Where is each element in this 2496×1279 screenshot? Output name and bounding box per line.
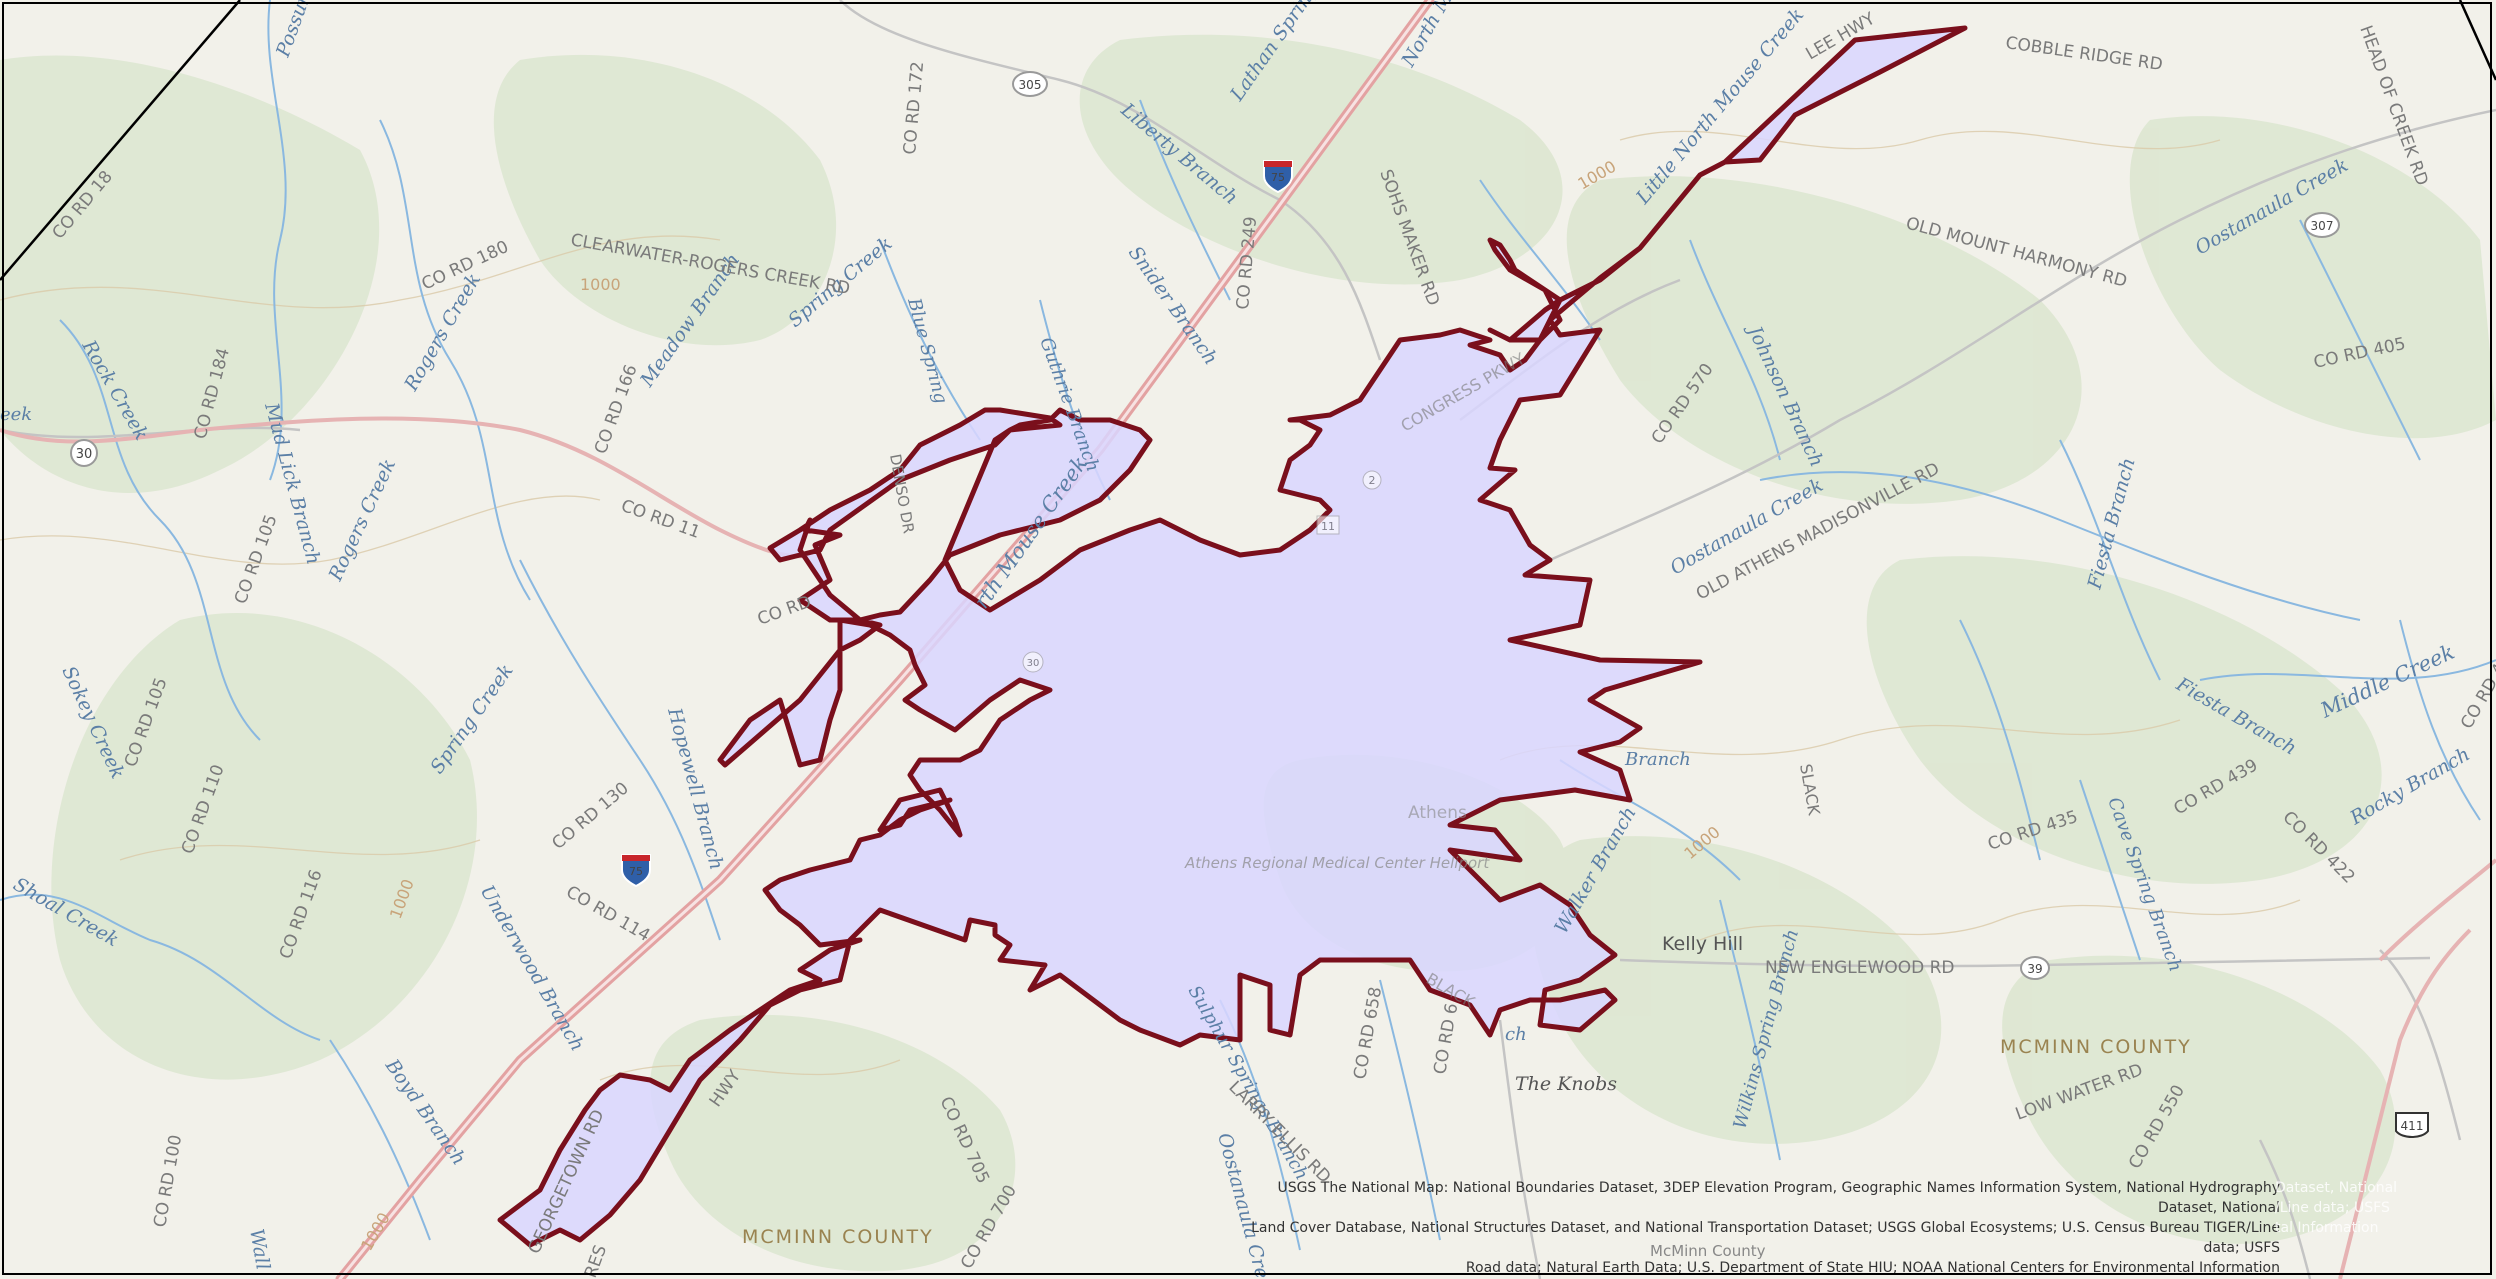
label-mcminn-county-1: MCMINN COUNTY bbox=[2000, 1036, 2192, 1058]
label-kelly-hill: Kelly Hill bbox=[1662, 933, 1743, 955]
attribution-line-1: USGS The National Map: National Boundari… bbox=[1277, 1180, 2280, 1216]
us-route-411-shield: 411 bbox=[2395, 1112, 2429, 1138]
attribution-faded-2: /Line data; USFS bbox=[2275, 1200, 2390, 1216]
terrain-shading bbox=[0, 34, 2496, 1272]
label-the-knobs: The Knobs bbox=[1515, 1073, 1617, 1095]
label-heliport: Athens Regional Medical Center Heliport bbox=[1184, 854, 1490, 872]
label-new-englewood-rd: NEW ENGLEWOOD RD bbox=[1765, 958, 1954, 978]
label-mcminn-county-3: McMinn County bbox=[1650, 1242, 1766, 1260]
svg-text:2: 2 bbox=[1369, 474, 1376, 487]
route-2-shield: 2 bbox=[1362, 470, 1382, 490]
svg-text:30: 30 bbox=[76, 447, 93, 462]
state-route-30-shield: 30 bbox=[70, 439, 98, 467]
label-athens: Athens bbox=[1408, 803, 1467, 823]
label-branch: Branch bbox=[1624, 749, 1691, 770]
county-boundary-line bbox=[0, 0, 241, 281]
svg-text:30: 30 bbox=[1027, 658, 1040, 669]
streams bbox=[0, 0, 2496, 1251]
map-attribution-faded: Dataset, National /Line data; USFS tal I… bbox=[2275, 1178, 2435, 1238]
state-route-39-shield: 39 bbox=[2020, 956, 2050, 980]
svg-text:75: 75 bbox=[629, 865, 643, 878]
attribution-faded-3: tal Information bbox=[2275, 1220, 2379, 1236]
attribution-line-2: Land Cover Database, National Structures… bbox=[1251, 1220, 2280, 1256]
svg-text:411: 411 bbox=[2401, 1119, 2424, 1133]
label-ch: ch bbox=[1505, 1024, 1527, 1045]
place-labels: Kelly Hill The Knobs Athens Athens Regio… bbox=[742, 803, 2192, 1260]
state-route-305-shield: 305 bbox=[1012, 71, 1048, 97]
interstate-shield-north: 75 bbox=[1263, 160, 1293, 194]
contour-1000-a: 1000 bbox=[580, 275, 621, 294]
interstate-shield-south: 75 bbox=[621, 854, 651, 888]
svg-text:39: 39 bbox=[2027, 962, 2042, 976]
svg-text:305: 305 bbox=[1019, 78, 1042, 92]
svg-text:11: 11 bbox=[1321, 520, 1335, 533]
state-highways bbox=[0, 416, 2496, 1279]
label-eek: eek bbox=[0, 404, 32, 425]
city-boundary-polygon[interactable] bbox=[497, 25, 1968, 1248]
attribution-faded-1: Dataset, National bbox=[2275, 1180, 2398, 1196]
route-11-shield: 11 bbox=[1316, 515, 1340, 535]
state-route-307-shield: 307 bbox=[2304, 212, 2340, 238]
route-30-inner-shield: 30 bbox=[1022, 651, 1044, 673]
attribution-line-3: Road data; Natural Earth Data; U.S. Depa… bbox=[1465, 1260, 2280, 1276]
map-attribution: USGS The National Map: National Boundari… bbox=[1230, 1178, 2280, 1278]
svg-text:307: 307 bbox=[2311, 219, 2334, 233]
label-mcminn-county-2: MCMINN COUNTY bbox=[742, 1226, 934, 1248]
svg-text:75: 75 bbox=[1271, 171, 1285, 184]
